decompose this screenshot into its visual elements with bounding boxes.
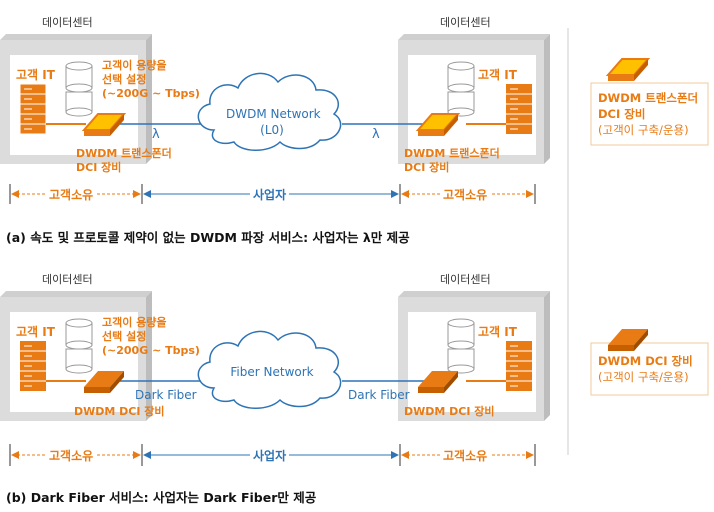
dci-device-icon <box>418 371 458 393</box>
device-left-line-1: DWDM 트랜스폰더 <box>76 147 172 160</box>
capacity-line-2: 선택 설정 <box>102 73 147 86</box>
legend-transponder-line-3: (고객이 구축/운용) <box>598 123 689 137</box>
legend-dci-line-2: (고객이 구축/운용) <box>598 370 689 384</box>
customer-it-label-left: 고객 IT <box>16 68 55 82</box>
legend-item-dci: DWDM DCI 장비 (고객이 구축/운용) <box>598 353 693 385</box>
customer-it-label-left: 고객 IT <box>16 325 55 339</box>
server-rack-icon <box>20 341 46 391</box>
device-label-left: DWDM 트랜스폰더 DCI 장비 <box>76 147 172 175</box>
dci-device-icon <box>608 329 648 351</box>
device-label-right: DWDM DCI 장비 <box>404 405 495 418</box>
span-customer-left: 고객소유 <box>46 186 97 203</box>
cloud-icon <box>197 330 342 409</box>
server-rack-icon <box>19 83 47 135</box>
cloud-label: Fiber Network <box>230 365 314 379</box>
caption-b: (b) Dark Fiber 서비스: 사업자는 Dark Fiber만 제공 <box>6 490 317 505</box>
span-operator: 사업자 <box>250 186 290 203</box>
customer-it-label-right: 고객 IT <box>478 325 517 339</box>
server-rack-icon <box>506 84 532 134</box>
datacenter-label-left: 데이터센터 <box>42 16 93 29</box>
device-right-line-1: DWDM 트랜스폰더 <box>404 147 500 160</box>
capacity-line-3: (~200G ~ Tbps) <box>102 344 200 357</box>
legend-box-transponder <box>590 82 709 146</box>
capacity-note: 고객이 용량을 선택 설정 (~200G ~ Tbps) <box>102 59 200 101</box>
transponder-device-icon <box>415 113 461 136</box>
lambda-right: λ <box>372 127 380 142</box>
legend-dci-line-1: DWDM DCI 장비 <box>598 354 693 368</box>
legend-transponder-line-2: DCI 장비 <box>598 107 646 121</box>
cloud-label-line-2: (L0) <box>260 123 284 137</box>
span-customer-left: 고객소유 <box>46 447 97 464</box>
capacity-line-1: 고객이 용량을 <box>102 316 167 329</box>
span-customer-right: 고객소유 <box>440 447 491 464</box>
capacity-line-2: 선택 설정 <box>102 330 147 343</box>
datacenter-label-right: 데이터센터 <box>440 16 491 29</box>
dark-fiber-label-left: Dark Fiber <box>135 388 197 402</box>
device-left-line-2: DCI 장비 <box>76 161 122 174</box>
datacenter-label-left: 데이터센터 <box>42 273 93 286</box>
capacity-line-3: (~200G ~ Tbps) <box>102 87 200 100</box>
legend-transponder-line-1: DWDM 트랜스폰더 <box>598 91 699 105</box>
storage-cylinder-icon <box>447 61 475 117</box>
lambda-left: λ <box>152 127 160 142</box>
capacity-line-1: 고객이 용량을 <box>102 59 167 72</box>
capacity-note: 고객이 용량을 선택 설정 (~200G ~ Tbps) <box>102 316 200 358</box>
caption-a: (a) 속도 및 프로토콜 제약이 없는 DWDM 파장 서비스: 사업자는 λ… <box>6 230 410 245</box>
device-label-left: DWDM DCI 장비 <box>74 405 165 418</box>
transponder-device-icon <box>81 113 127 136</box>
device-right-line-2: DCI 장비 <box>404 161 450 174</box>
server-rack-icon <box>506 341 532 391</box>
storage-cylinder-icon <box>65 61 93 117</box>
span-operator: 사업자 <box>250 447 290 464</box>
dark-fiber-label-right: Dark Fiber <box>348 388 410 402</box>
transponder-device-icon <box>605 58 651 81</box>
dci-device-icon <box>84 371 124 393</box>
datacenter-label-right: 데이터센터 <box>440 273 491 286</box>
storage-cylinder-icon <box>447 318 475 374</box>
cloud-icon <box>197 72 342 151</box>
storage-cylinder-icon <box>65 318 93 374</box>
cloud-label: DWDM Network (L0) <box>226 106 321 138</box>
cloud-label-line-1: DWDM Network <box>226 107 321 121</box>
legend-box-dci <box>590 342 709 396</box>
legend-item-transponder: DWDM 트랜스폰더 DCI 장비 (고객이 구축/운용) <box>598 90 698 138</box>
span-customer-right: 고객소유 <box>440 186 491 203</box>
customer-it-label-right: 고객 IT <box>478 68 517 82</box>
device-label-right: DWDM 트랜스폰더 DCI 장비 <box>404 147 500 175</box>
